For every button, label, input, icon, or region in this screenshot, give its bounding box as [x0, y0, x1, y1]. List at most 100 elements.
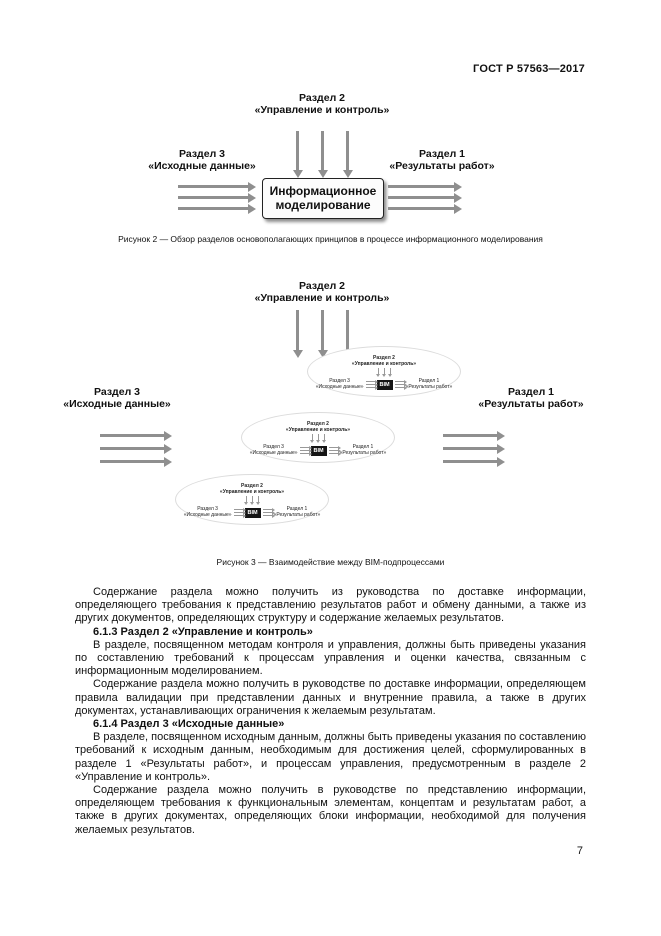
label-line: Раздел 1 [352, 444, 374, 451]
arrow-right-icon [388, 185, 454, 188]
figure2-section1-label: Раздел 1 «Результаты работ» [389, 148, 494, 172]
label-line: «Исходные данные» [183, 511, 232, 518]
paragraph: В разделе, посвященном методам контроля … [75, 638, 586, 678]
box-line: Информационное [269, 184, 377, 198]
mini-diagram-row: Раздел 3 «Исходные данные» BIM Раздел 1 … [316, 379, 453, 390]
arrow-down-icon [377, 368, 379, 375]
arrow-right-icon [178, 196, 248, 199]
arrow-right-icon [328, 447, 338, 449]
paragraph: Содержание раздела можно получить в руко… [75, 678, 586, 717]
label-line: «Результаты работ» [273, 511, 321, 518]
arrow-down-icon [346, 131, 349, 170]
figure3-section1-label: Раздел 1 «Результаты работ» [478, 386, 583, 410]
page-number: 7 [576, 845, 583, 857]
label-line: Раздел 3 [94, 386, 140, 398]
label-line: «Исходные данные» [249, 449, 298, 456]
arrow-right-icon [328, 453, 338, 455]
arrow-down-icon [251, 496, 253, 503]
mini-section1-label: Раздел 1 «Результаты работ» [340, 445, 387, 456]
arrow-down-icon [323, 434, 325, 441]
arrow-right-icon [299, 450, 309, 452]
arrow-right-icon [388, 207, 454, 210]
mini-diagram-row: Раздел 3 «Исходные данные» BIM Раздел 1 … [184, 507, 321, 518]
arrow-down-icon [389, 368, 391, 375]
right-arrows [328, 447, 338, 455]
information-modeling-box: Информационное моделирование [262, 178, 384, 219]
figure-3-caption: Рисунок 3 — Взаимодействие между BIM-под… [216, 557, 445, 567]
mini-section3-label: Раздел 3 «Исходные данные» [316, 379, 364, 390]
arrow-down-icon [296, 131, 299, 170]
arrow-right-icon [100, 434, 164, 437]
arrow-right-icon [394, 381, 404, 383]
label-line: Раздел 2 [307, 421, 329, 427]
label-line: «Управление и контроль» [254, 104, 390, 116]
arrow-right-icon [299, 453, 309, 455]
document-number: ГОСТ Р 57563—2017 [473, 63, 585, 75]
label-line: Раздел 3 [197, 506, 218, 513]
figure-3-diagram: Раздел 2 «Управление и контроль» Раздел … [0, 274, 661, 556]
arrow-down-icon [346, 310, 349, 350]
section-heading-6-1-4: 6.1.4 Раздел 3 «Исходные данные» [93, 718, 285, 731]
arrow-down-icon [311, 434, 313, 441]
figure-2-diagram: Раздел 2 «Управление и контроль» Раздел … [0, 90, 661, 232]
label-line: «Управление и контроль» [254, 292, 390, 304]
mini-section3-label: Раздел 3 «Исходные данные» [184, 507, 232, 518]
mini-section1-label: Раздел 1 «Результаты работ» [274, 507, 321, 518]
arrow-right-icon [443, 434, 497, 437]
arrow-down-icon [317, 434, 319, 441]
arrow-right-icon [262, 509, 272, 511]
bim-subprocess-diagram: Раздел 2 «Управление и контроль» Раздел … [175, 473, 329, 526]
bim-box: BIM [244, 507, 261, 518]
mini-section2-label: Раздел 2 «Управление и контроль» [219, 483, 285, 495]
section-heading-6-1-3: 6.1.3 Раздел 2 «Управление и контроль» [93, 625, 313, 638]
arrow-right-icon [178, 185, 248, 188]
figure2-section2-label: Раздел 2 «Управление и контроль» [255, 92, 390, 116]
bim-subprocess-diagram: Раздел 2 «Управление и контроль» Раздел … [241, 411, 395, 464]
bim-box: BIM [376, 379, 393, 390]
bim-subprocess-diagram: Раздел 2 «Управление и контроль» Раздел … [307, 345, 461, 398]
label-line: Раздел 1 [419, 148, 465, 160]
arrow-right-icon [394, 384, 404, 386]
label-line: Раздел 2 [241, 483, 263, 489]
right-arrows [233, 509, 243, 517]
arrow-right-icon [394, 387, 404, 389]
mini-section2-label: Раздел 2 «Управление и контроль» [352, 355, 416, 367]
arrow-right-icon [365, 387, 375, 389]
arrow-down-icon [321, 131, 324, 170]
arrow-right-icon [299, 447, 309, 449]
arrow-right-icon [262, 515, 272, 517]
label-line: Раздел 1 [508, 386, 554, 398]
label-line: «Управление и контроль» [219, 488, 285, 495]
arrow-down-icon [383, 368, 385, 375]
down-arrows [245, 496, 259, 505]
arrow-right-icon [233, 515, 243, 517]
arrow-right-icon [443, 447, 497, 450]
arrow-right-icon [100, 447, 164, 450]
paragraph: Содержание раздела можно получить из рук… [75, 586, 586, 625]
figure2-section3-label: Раздел 3 «Исходные данные» [148, 148, 256, 172]
arrow-down-icon [321, 310, 324, 350]
arrow-right-icon [328, 450, 338, 452]
label-line: «Результаты работ» [389, 160, 495, 172]
right-arrows [394, 381, 404, 389]
arrow-right-icon [100, 460, 164, 463]
arrow-right-icon [365, 384, 375, 386]
label-line: «Исходные данные» [315, 383, 364, 390]
label-line: Раздел 3 [179, 148, 225, 160]
down-arrows [377, 368, 391, 377]
arrow-down-icon [245, 496, 247, 503]
arrow-right-icon [262, 512, 272, 514]
bim-box: BIM [310, 445, 327, 456]
mini-section1-label: Раздел 1 «Результаты работ» [406, 379, 453, 390]
box-line: моделирование [275, 197, 371, 212]
arrow-right-icon [233, 512, 243, 514]
down-arrows [311, 434, 325, 443]
label-line: Раздел 2 [299, 280, 345, 292]
right-arrows [262, 509, 272, 517]
right-arrows [299, 447, 309, 455]
label-line: Раздел 1 [286, 506, 308, 513]
arrow-right-icon [388, 196, 454, 199]
mini-section2-label: Раздел 2 «Управление и контроль» [286, 421, 350, 433]
label-line: «Результаты работ» [339, 449, 387, 456]
